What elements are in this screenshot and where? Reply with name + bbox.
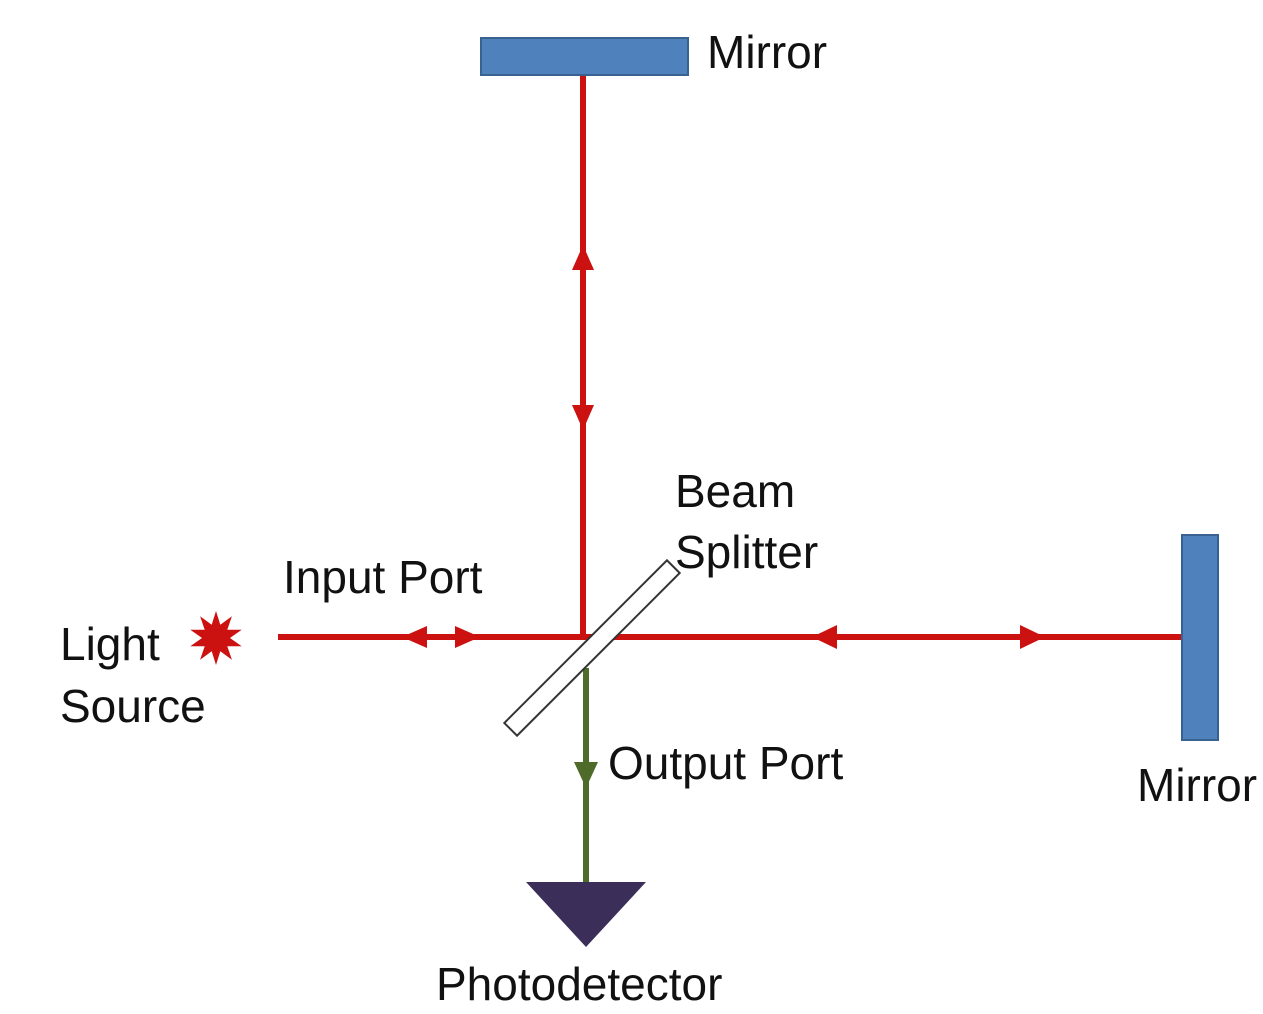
- input-port-label: Input Port: [283, 551, 483, 603]
- triangle-detector-icon: [526, 882, 646, 947]
- arrowhead-icon: [572, 245, 594, 270]
- arrowhead-icon: [572, 405, 594, 430]
- right-mirror-label: Mirror: [1137, 759, 1258, 811]
- photodetector-label: Photodetector: [436, 958, 723, 1010]
- arrowhead-icon: [1020, 625, 1045, 649]
- arrowhead-icon: [574, 762, 598, 788]
- top-mirror-label: Mirror: [707, 26, 828, 78]
- top-mirror: [480, 37, 689, 76]
- arrowhead-icon: [455, 626, 480, 648]
- starburst-icon: [190, 611, 242, 665]
- beam-splitter-label-line1: Beam: [675, 465, 796, 517]
- beam-splitter: [502, 558, 682, 738]
- arrowhead-icon: [812, 625, 837, 649]
- light-source-label-line1: Light: [60, 618, 160, 670]
- beam-splitter-label-line2: Splitter: [675, 526, 819, 578]
- output-port-label: Output Port: [608, 737, 844, 789]
- right-mirror: [1181, 534, 1219, 741]
- arrowhead-icon: [402, 626, 427, 648]
- light-source-label-line2: Source: [60, 680, 206, 732]
